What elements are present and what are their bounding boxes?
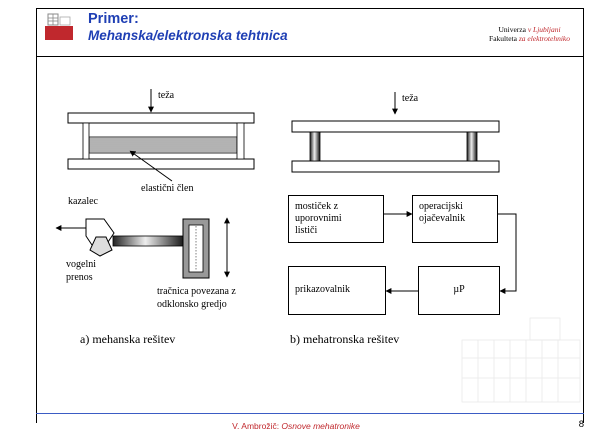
left-post	[82, 122, 90, 160]
mechatronic-scale	[291, 92, 517, 294]
display-label: prikazovalnik	[295, 284, 350, 295]
elastic-member	[88, 136, 238, 154]
frame-right	[583, 8, 584, 423]
microprocessor-block: µP	[418, 266, 500, 315]
elastic-pointer-arrow	[129, 150, 173, 182]
pointer-label: kazalec	[68, 196, 98, 207]
arrow-amp-to-up	[498, 213, 517, 294]
deflection-shaft	[112, 235, 186, 247]
frame-left	[36, 8, 37, 423]
bridge-line1: mostiček z	[295, 201, 339, 212]
bridge-line2: uporovnimi	[295, 213, 342, 224]
bevel-gear-face	[89, 236, 113, 257]
left-top-plate	[67, 112, 255, 124]
university-logo	[44, 12, 74, 42]
micro-label: µP	[453, 284, 465, 295]
op-amp-block: operacijski ojačevalnik	[412, 195, 498, 243]
footer-author: V. Ambrožič:	[232, 421, 282, 431]
university-city: v Ljubljani	[527, 25, 561, 34]
faculty-word: Fakulteta	[489, 34, 519, 43]
amp-line2: ojačevalnik	[419, 213, 466, 224]
strain-gauge-bridge-block: mostiček z uporovnimi lističi	[288, 195, 384, 243]
left-weight-label: teža	[158, 90, 175, 101]
gear-label-line2: prenos	[66, 272, 93, 283]
right-weight-label: teža	[402, 93, 419, 104]
right-top-plate	[291, 120, 500, 133]
faculty-name: za elektrotehniko	[518, 34, 570, 43]
frame-top	[36, 8, 584, 9]
load-cell-right	[466, 131, 478, 162]
amp-line1: operacijski	[419, 201, 463, 212]
bridge-line3: lističi	[295, 225, 318, 236]
right-caption: b) mehatronska rešitev	[290, 332, 400, 346]
rail-label-line1: tračnica povezana z	[157, 286, 236, 297]
university-word: Univerza	[498, 25, 528, 34]
display-block: prikazovalnik	[288, 266, 386, 315]
load-cell-left	[309, 131, 321, 162]
right-post	[236, 122, 245, 160]
footer: V. Ambrožič: Osnove mehatronike	[0, 421, 592, 431]
slide-title: Primer:	[88, 11, 139, 27]
rail-label-line2: odklonsko gredjo	[157, 299, 227, 310]
footer-rule	[36, 413, 584, 414]
header-rule	[36, 56, 584, 57]
page-number: 8	[578, 419, 584, 430]
left-caption: a) mehanska rešitev	[80, 332, 176, 346]
university-name: Univerza v Ljubljani Fakulteta za elektr…	[489, 25, 570, 43]
slide-subtitle: Mehanska/elektronska tehtnica	[88, 28, 288, 43]
left-bottom-plate	[67, 158, 255, 170]
gear-label-line1: vogelni	[66, 259, 96, 270]
building-watermark	[461, 317, 581, 403]
mechanical-scale	[55, 89, 255, 279]
elastic-member-label: elastični člen	[141, 183, 194, 194]
footer-course: Osnove mehatronike	[281, 421, 360, 431]
logo-graphic	[45, 13, 73, 40]
right-bottom-plate	[291, 160, 500, 173]
